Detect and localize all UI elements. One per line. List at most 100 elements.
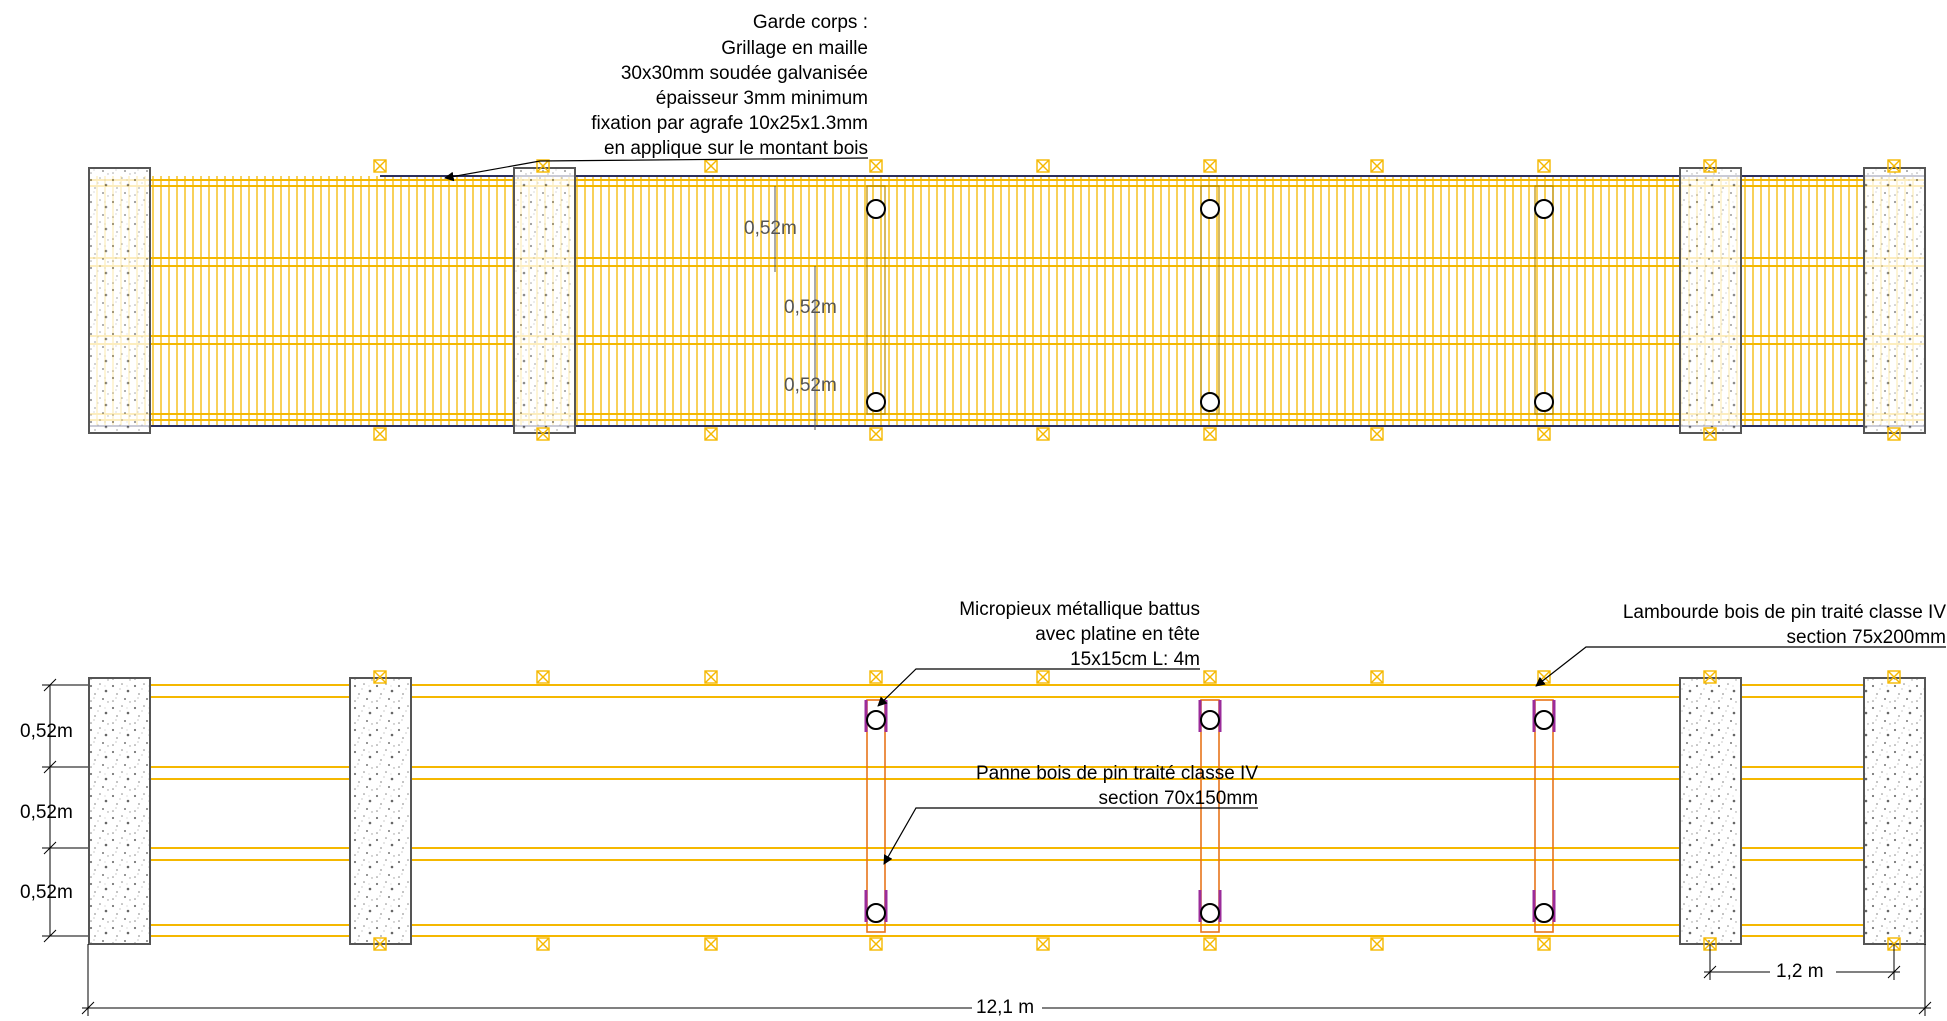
post-marker-icon <box>1203 159 1217 173</box>
micropieu-icon <box>1534 903 1554 923</box>
top-spacing-2: 0,52m <box>784 297 837 318</box>
micropieu-icon <box>866 392 886 412</box>
micropieu-icon <box>1200 392 1220 412</box>
concrete-block <box>513 167 576 434</box>
concrete-block <box>1679 677 1742 945</box>
post-marker-icon <box>1703 427 1717 441</box>
bottom-platines <box>864 700 1556 922</box>
micropieu-icon <box>1534 199 1554 219</box>
bottom-micropieux <box>866 710 1554 923</box>
garde-corps-note: Garde corps : Grillage en maille 30x30mm… <box>444 12 869 182</box>
post-marker-icon <box>536 427 550 441</box>
note-line: avec platine en tête <box>1035 624 1200 645</box>
post-marker-icon <box>704 937 718 951</box>
bottom-pannes <box>866 699 1554 933</box>
post-spacing-label: 1,2 m <box>1776 961 1824 982</box>
top-spacing-3: 0,52m <box>784 375 837 396</box>
concrete-block <box>88 167 151 434</box>
note-line: section 75x200mm <box>1787 627 1946 648</box>
post-marker-icon <box>869 937 883 951</box>
post-marker-icon <box>1703 670 1717 684</box>
post-marker-icon <box>373 427 387 441</box>
post-marker-icon <box>1537 937 1551 951</box>
note-line: Grillage en maille <box>721 38 868 59</box>
micropieu-icon <box>1200 710 1220 730</box>
post-marker-icon <box>536 159 550 173</box>
post-marker-icon <box>869 670 883 684</box>
post-marker-icon <box>373 670 387 684</box>
post-marker-icon <box>1203 937 1217 951</box>
post-marker-icon <box>1703 159 1717 173</box>
mesh-grillage <box>90 176 1920 426</box>
post-marker-icon <box>1887 427 1901 441</box>
post-marker-icon <box>1203 670 1217 684</box>
concrete-block <box>1863 677 1926 945</box>
post-marker-icon <box>869 427 883 441</box>
post-marker-icon <box>1036 670 1050 684</box>
left-dimension-chain <box>42 678 88 943</box>
bottom-post-markers <box>373 670 1901 951</box>
note-line: Micropieux métallique battus <box>959 599 1200 620</box>
post-marker-icon <box>1370 937 1384 951</box>
post-marker-icon <box>1036 937 1050 951</box>
post-marker-icon <box>1370 427 1384 441</box>
note-line: 15x15cm L: 4m <box>1070 649 1200 670</box>
micropieu-icon <box>1200 903 1220 923</box>
top-post-markers <box>373 159 1901 441</box>
post-marker-icon <box>1887 670 1901 684</box>
leader-line <box>1535 646 1946 687</box>
micropieu-icon <box>866 710 886 730</box>
bottom-concrete-blocks <box>88 677 1926 945</box>
concrete-block <box>349 677 412 945</box>
post-marker-icon <box>536 937 550 951</box>
post-marker-icon <box>1887 159 1901 173</box>
note-line: section 70x150mm <box>1099 788 1258 809</box>
post-marker-icon <box>1537 159 1551 173</box>
micropieux-note: Micropieux métallique battus avec platin… <box>877 599 1200 707</box>
concrete-block <box>88 677 151 945</box>
top-micropieux <box>866 199 1554 412</box>
note-line: en applique sur le montant bois <box>604 138 868 159</box>
top-pannes <box>866 185 1554 415</box>
concrete-block <box>1679 167 1742 434</box>
micropieu-icon <box>1200 199 1220 219</box>
top-plan: 0,52m 0,52m 0,52m Garde corps : Grillage… <box>88 12 1926 441</box>
post-marker-icon <box>1537 427 1551 441</box>
bottom-spacing-2: 0,52m <box>20 802 73 823</box>
micropieu-icon <box>1534 710 1554 730</box>
bottom-plan: 0,52m 0,52m 0,52m 1,2 m 12,1 m Micropieu… <box>20 599 1946 1018</box>
top-dimension-lines <box>774 186 816 430</box>
panne <box>1200 699 1220 933</box>
leader-line <box>877 668 1200 707</box>
note-line: 30x30mm soudée galvanisée <box>621 63 868 84</box>
post-marker-icon <box>1036 427 1050 441</box>
post-marker-icon <box>1370 159 1384 173</box>
concrete-block <box>1863 167 1926 434</box>
top-lambourdes <box>88 179 1925 421</box>
panne <box>1534 699 1554 933</box>
bottom-spacing-3: 0,52m <box>20 882 73 903</box>
post-marker-icon <box>704 670 718 684</box>
micropieu-icon <box>866 903 886 923</box>
leader-line <box>883 807 1258 865</box>
total-length-label: 12,1 m <box>976 997 1034 1018</box>
post-marker-icon <box>536 670 550 684</box>
post-marker-icon <box>373 937 387 951</box>
micropieu-icon <box>1534 392 1554 412</box>
post-marker-icon <box>1036 159 1050 173</box>
panne <box>866 699 886 933</box>
leader-line <box>444 157 869 182</box>
post-marker-icon <box>704 159 718 173</box>
post-marker-icon <box>373 159 387 173</box>
note-line: Panne bois de pin traité classe IV <box>976 763 1258 784</box>
post-marker-icon <box>1203 427 1217 441</box>
bottom-spacing-1: 0,52m <box>20 721 73 742</box>
top-spacing-1: 0,52m <box>744 218 797 239</box>
micropieu-icon <box>866 199 886 219</box>
post-marker-icon <box>869 159 883 173</box>
note-line: épaisseur 3mm minimum <box>656 88 868 109</box>
note-line: Lambourde bois de pin traité classe IV <box>1623 602 1947 623</box>
post-marker-icon <box>1370 670 1384 684</box>
note-line: fixation par agrafe 10x25x1.3mm <box>591 113 868 134</box>
